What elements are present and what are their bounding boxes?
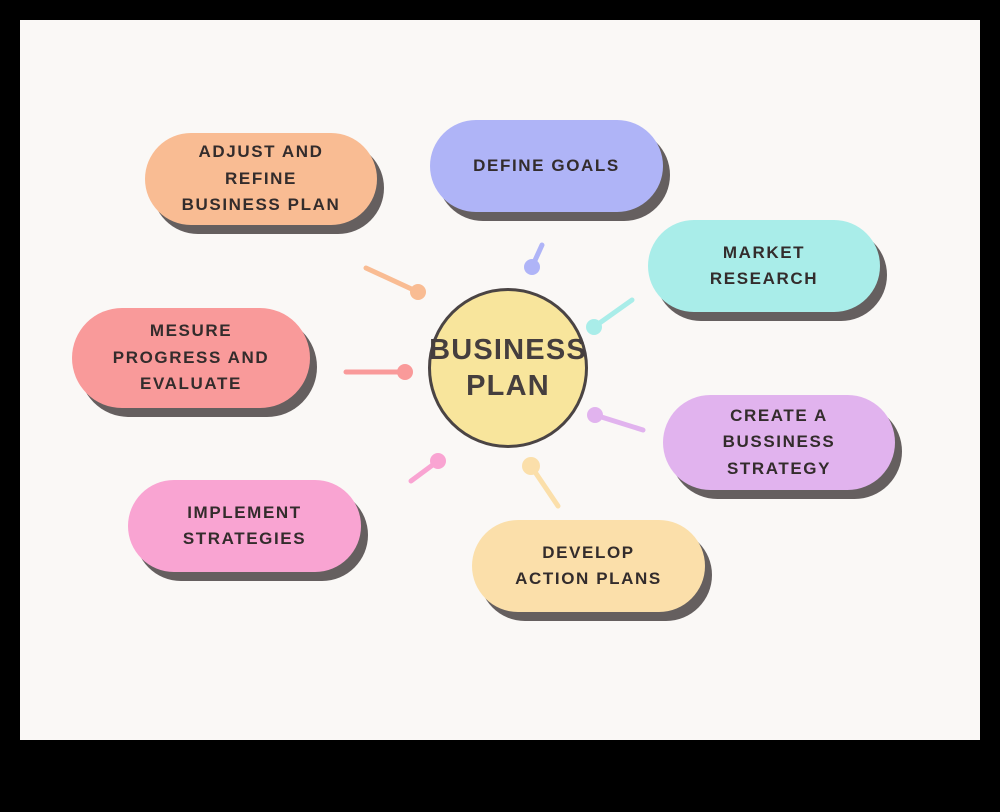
connector-develop-action-plans-line [528, 463, 561, 509]
node-adjust-and-refine-business-plan[interactable]: ADJUST AND REFINE BUSINESS PLAN [145, 133, 377, 225]
connector-create-strategy [587, 407, 646, 433]
connector-adjust-dot [410, 284, 426, 300]
node-implement-strategies[interactable]: IMPLEMENT STRATEGIES [128, 480, 361, 572]
connector-mesure-progress [343, 364, 413, 380]
connector-define-goals-line [529, 242, 545, 270]
node-define-goals[interactable]: DEFINE GOALS [430, 120, 663, 212]
connector-adjust [363, 265, 426, 300]
connector-develop-action-plans-dot [522, 457, 540, 475]
connector-create-strategy-dot [587, 407, 603, 423]
connector-market-research-dot [586, 319, 602, 335]
node-develop-action-plans[interactable]: DEVELOP ACTION PLANS [472, 520, 705, 612]
connector-create-strategy-line [592, 412, 646, 433]
connector-adjust-line [363, 265, 421, 295]
connector-define-goals [524, 242, 545, 275]
center-node-business-plan[interactable]: BUSINESS PLAN [428, 288, 588, 448]
connector-mesure-progress-dot [397, 364, 413, 380]
connector-market-research [586, 297, 635, 335]
connector-implement-strategies-dot [430, 453, 446, 469]
node-mesure-progress-and-evaluate[interactable]: MESURE PROGRESS AND EVALUATE [72, 308, 310, 408]
node-market-research[interactable]: MARKET RESEARCH [648, 220, 880, 312]
node-create-a-bussiness-strategy[interactable]: CREATE A BUSSINESS STRATEGY [663, 395, 895, 490]
connector-implement-strategies-line [408, 458, 441, 484]
connector-define-goals-dot [524, 259, 540, 275]
diagram-canvas: ADJUST AND REFINE BUSINESS PLAN DEFINE GO… [20, 20, 980, 740]
connector-market-research-line [591, 297, 635, 330]
connector-implement-strategies [408, 453, 446, 484]
connector-develop-action-plans [522, 457, 561, 509]
